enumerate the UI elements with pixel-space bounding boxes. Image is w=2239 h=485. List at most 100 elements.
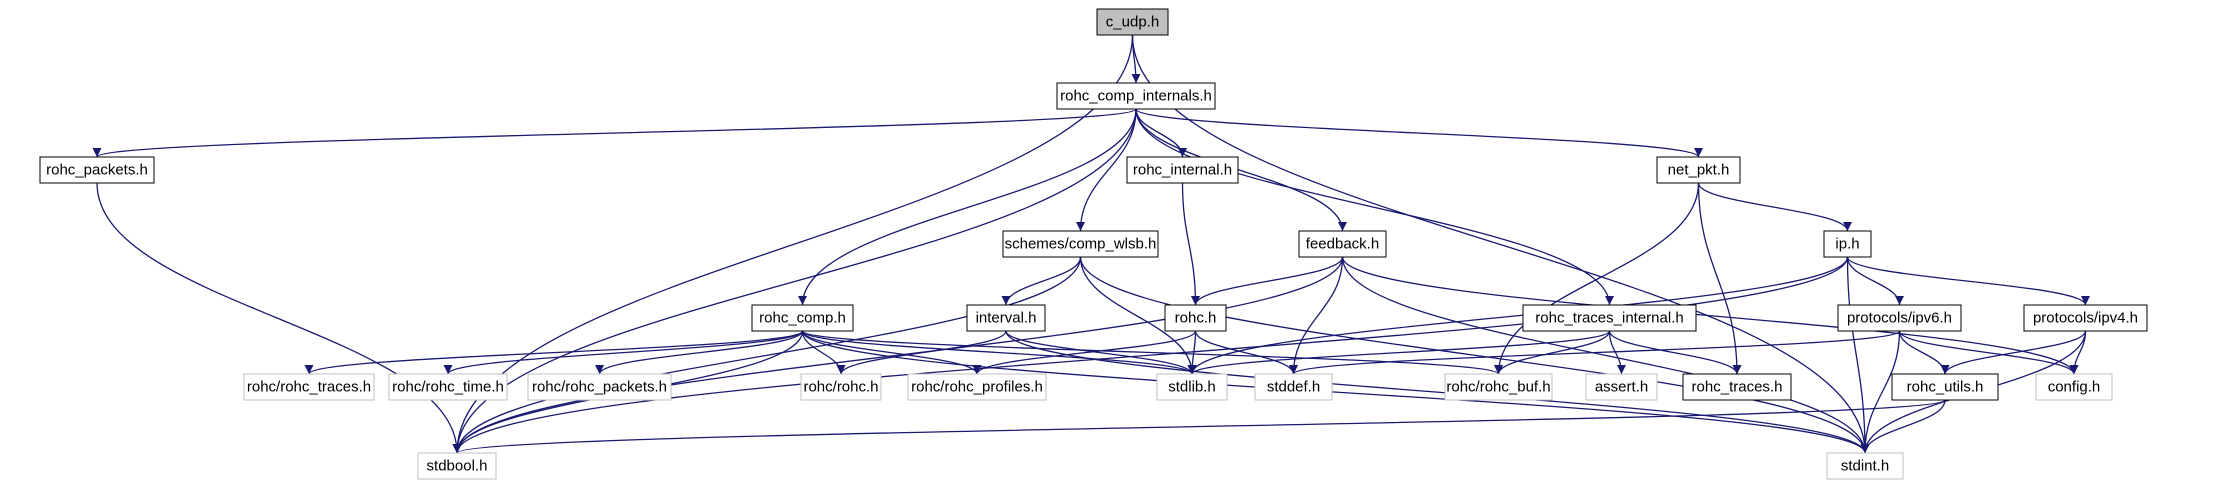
edge-comp_internals-to-packets: [92, 108, 1137, 158]
edge-comp_internals-to-net_pkt: [1135, 108, 1703, 158]
node-box: [1656, 156, 1741, 184]
node-comp-internals[interactable]: rohc_comp_internals.h: [1056, 82, 1216, 110]
edge-interval-to-r_rohc: [836, 330, 1007, 375]
edge-ip-to-stdbool: [452, 256, 1849, 454]
edge-ipv6-to-config: [1898, 330, 2079, 375]
node-box: [1522, 304, 1697, 332]
node-box: [1891, 373, 1999, 401]
node-label: rohc_traces.h: [1692, 379, 1783, 396]
edge-rohc_comp-to-r_packets: [595, 330, 804, 375]
node-stddef: stddef.h: [1254, 373, 1333, 401]
edge-net_pkt-to-ip: [1697, 182, 1852, 232]
node-traces[interactable]: rohc_traces.h: [1682, 373, 1792, 401]
edge-rohc_comp-to-r_buf: [801, 330, 1503, 375]
node-feedback[interactable]: feedback.h: [1298, 230, 1387, 258]
node-label: stdlib.h: [1168, 379, 1216, 396]
node-label: net_pkt.h: [1668, 162, 1730, 179]
node-label: rohc.h: [1175, 310, 1217, 327]
node-box: [907, 373, 1047, 401]
edge-ipv4-to-utils: [1940, 330, 2087, 375]
edge-net_pkt-to-r_buf: [1494, 182, 1700, 375]
node-box: [243, 373, 375, 401]
edge-feedback-to-stdint: [1341, 256, 1870, 454]
node-label: rohc/rohc_profiles.h: [911, 379, 1043, 396]
node-box: [1585, 373, 1658, 401]
edge-ip-to-stdint: [1846, 256, 1870, 454]
node-label: rohc_internal.h: [1133, 162, 1232, 179]
node-box: [2035, 373, 2113, 401]
node-box: [39, 156, 155, 184]
edge-comp_internals-to-comp_wlsb: [1076, 108, 1137, 232]
node-stdint: stdint.h: [1826, 452, 1904, 480]
edge-ipv6-to-stdint: [1860, 330, 1901, 454]
node-label: stddef.h: [1267, 379, 1320, 396]
node-box: [1682, 373, 1792, 401]
node-label: protocols/ipv6.h: [1847, 310, 1952, 327]
edge-utils-to-stdint: [1860, 399, 1946, 454]
node-label: rohc_traces_internal.h: [1535, 310, 1683, 327]
node-label: assert.h: [1595, 379, 1648, 396]
node-c-udp[interactable]: c_udp.h: [1096, 8, 1169, 36]
node-label: rohc/rohc_packets.h: [532, 379, 667, 396]
edge-rohc_comp-to-r_traces: [304, 330, 804, 375]
node-box: [1826, 452, 1904, 480]
node-label: rohc_comp_internals.h: [1060, 88, 1212, 105]
node-r-profiles: rohc/rohc_profiles.h: [907, 373, 1047, 401]
node-label: rohc_comp.h: [759, 310, 846, 327]
node-stdbool: stdbool.h: [417, 452, 497, 480]
edge-traces_internal-to-traces: [1608, 330, 1742, 375]
edge-ip-to-stdlib: [1187, 256, 1849, 375]
node-internal[interactable]: rohc_internal.h: [1126, 156, 1239, 184]
node-rohc-comp[interactable]: rohc_comp.h: [751, 304, 854, 332]
node-r-rohc: rohc/rohc.h: [800, 373, 882, 401]
node-traces-internal[interactable]: rohc_traces_internal.h: [1522, 304, 1697, 332]
node-label: config.h: [2048, 379, 2101, 396]
node-stdlib: stdlib.h: [1156, 373, 1228, 401]
edge-comp_wlsb-to-stdlib: [1079, 256, 1197, 375]
node-box: [1096, 8, 1169, 36]
edge-rohc_comp-to-stdint: [801, 330, 1870, 454]
node-label: rohc/rohc_time.h: [392, 379, 504, 396]
node-rohc[interactable]: rohc.h: [1164, 304, 1227, 332]
edge-rohc_comp-to-stdlib: [801, 330, 1197, 375]
node-label: stdint.h: [1841, 458, 1889, 475]
edge-ip-to-ipv4: [1846, 256, 2090, 306]
edge-rohc_comp-to-r_profiles: [801, 330, 982, 375]
node-box: [1056, 82, 1216, 110]
node-r-traces: rohc/rohc_traces.h: [243, 373, 375, 401]
node-r-time: rohc/rohc_time.h: [388, 373, 508, 401]
node-label: c_udp.h: [1106, 14, 1159, 31]
node-box: [1298, 230, 1387, 258]
node-utils[interactable]: rohc_utils.h: [1891, 373, 1999, 401]
node-interval[interactable]: interval.h: [966, 304, 1046, 332]
edge-comp_wlsb-to-stdint: [1079, 256, 1870, 454]
node-config: config.h: [2035, 373, 2113, 401]
node-label: ip.h: [1835, 236, 1859, 253]
node-box: [1126, 156, 1239, 184]
node-box: [966, 304, 1046, 332]
node-label: rohc_utils.h: [1907, 379, 1984, 396]
edge-rohc_comp-to-r_time: [443, 330, 804, 375]
edges-layer: [92, 34, 2090, 454]
node-box: [1002, 230, 1159, 258]
node-comp-wlsb[interactable]: schemes/comp_wlsb.h: [1002, 230, 1159, 258]
edge-comp_internals-to-rohc_comp: [798, 108, 1137, 306]
node-ipv6[interactable]: protocols/ipv6.h: [1837, 304, 1962, 332]
edge-internal-to-rohc: [1181, 182, 1200, 306]
node-label: rohc/rohc_traces.h: [247, 379, 371, 396]
edge-ipv6-to-stddef: [1289, 330, 1901, 375]
node-packets[interactable]: rohc_packets.h: [39, 156, 155, 184]
node-ip[interactable]: ip.h: [1823, 230, 1872, 258]
node-box: [388, 373, 508, 401]
node-ipv4[interactable]: protocols/ipv4.h: [2023, 304, 2148, 332]
edge-traces_internal-to-assert: [1608, 330, 1626, 375]
edge-comp_internals-to-stdbool: [452, 108, 1137, 454]
node-box: [1837, 304, 1962, 332]
edge-comp_internals-to-traces_internal: [1135, 108, 1614, 306]
node-box: [1444, 373, 1553, 401]
node-net-pkt[interactable]: net_pkt.h: [1656, 156, 1741, 184]
edge-packets-to-stdbool: [96, 182, 462, 454]
edge-feedback-to-stdbool: [452, 256, 1344, 454]
edge-net_pkt-to-traces: [1697, 182, 1742, 375]
